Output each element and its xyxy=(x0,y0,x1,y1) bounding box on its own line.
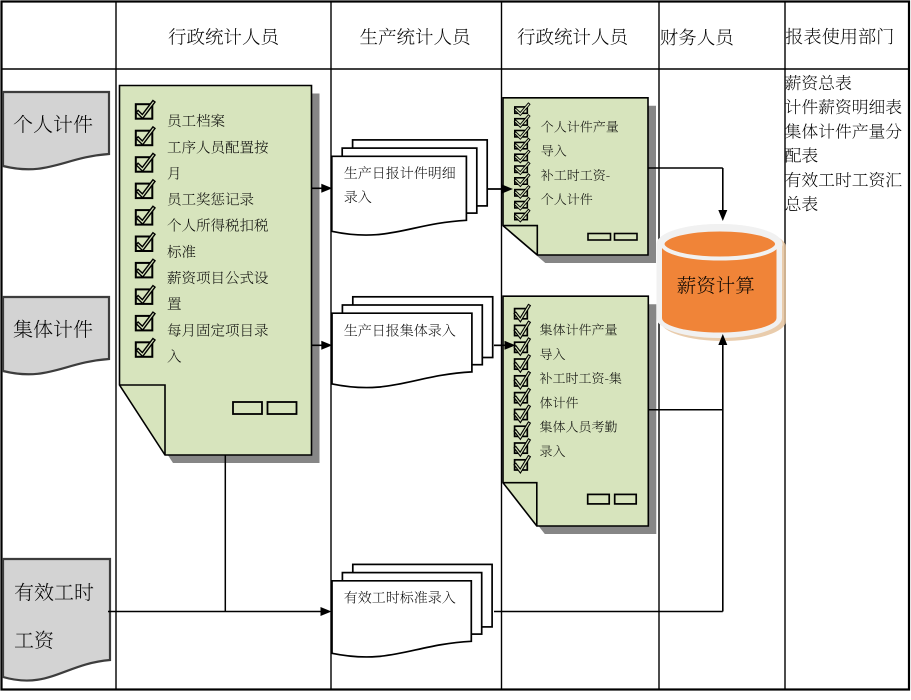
svg-text:入: 入 xyxy=(167,345,182,366)
svg-text:标准: 标准 xyxy=(167,241,196,262)
svg-text:计件薪资明细表: 计件薪资明细表 xyxy=(785,94,903,118)
svg-text:个人计件产量: 个人计件产量 xyxy=(541,117,619,136)
svg-text:导入: 导入 xyxy=(541,141,567,160)
svg-text:月: 月 xyxy=(167,162,182,183)
svg-text:配表: 配表 xyxy=(785,143,819,167)
svg-text:行政统计人员: 行政统计人员 xyxy=(168,24,279,50)
svg-text:工资: 工资 xyxy=(14,625,54,654)
svg-text:录入: 录入 xyxy=(540,441,566,460)
svg-text:每月固定项目录: 每月固定项目录 xyxy=(167,319,269,340)
svg-text:员工档案: 员工档案 xyxy=(167,110,225,131)
svg-text:补工时工资-集: 补工时工资-集 xyxy=(540,368,622,387)
svg-text:集体计件产量分: 集体计件产量分 xyxy=(785,118,903,142)
svg-text:生产日报集体录入: 生产日报集体录入 xyxy=(344,320,456,340)
svg-text:生产统计人员: 生产统计人员 xyxy=(359,24,470,50)
svg-text:体计件: 体计件 xyxy=(540,392,579,411)
svg-text:个人计件: 个人计件 xyxy=(541,189,593,208)
svg-text:总表: 总表 xyxy=(785,191,819,215)
svg-text:薪资总表: 薪资总表 xyxy=(785,70,852,94)
svg-text:录入: 录入 xyxy=(344,187,372,207)
svg-text:个人计件: 个人计件 xyxy=(13,109,93,138)
svg-text:财务人员: 财务人员 xyxy=(660,24,734,50)
svg-text:集体计件: 集体计件 xyxy=(13,314,93,343)
svg-text:集体计件产量: 集体计件产量 xyxy=(540,320,618,339)
svg-text:补工时工资-: 补工时工资- xyxy=(541,165,610,184)
svg-text:置: 置 xyxy=(167,293,182,314)
svg-text:生产日报计件明细: 生产日报计件明细 xyxy=(344,163,456,183)
svg-text:薪资项目公式设: 薪资项目公式设 xyxy=(167,267,269,288)
svg-text:报表使用部门: 报表使用部门 xyxy=(785,23,894,49)
svg-text:行政统计人员: 行政统计人员 xyxy=(517,24,628,50)
svg-text:有效工时标准录入: 有效工时标准录入 xyxy=(344,587,456,607)
svg-text:有效工时: 有效工时 xyxy=(14,577,94,606)
svg-text:薪资计算: 薪资计算 xyxy=(677,271,755,299)
svg-text:员工奖惩记录: 员工奖惩记录 xyxy=(167,189,254,210)
svg-text:工序人员配置按: 工序人员配置按 xyxy=(167,136,269,157)
svg-text:有效工时工资汇: 有效工时工资汇 xyxy=(785,167,903,191)
svg-text:个人所得税扣税: 个人所得税扣税 xyxy=(167,215,269,236)
svg-text:导入: 导入 xyxy=(540,344,566,363)
svg-text:集体人员考勤: 集体人员考勤 xyxy=(540,417,618,436)
